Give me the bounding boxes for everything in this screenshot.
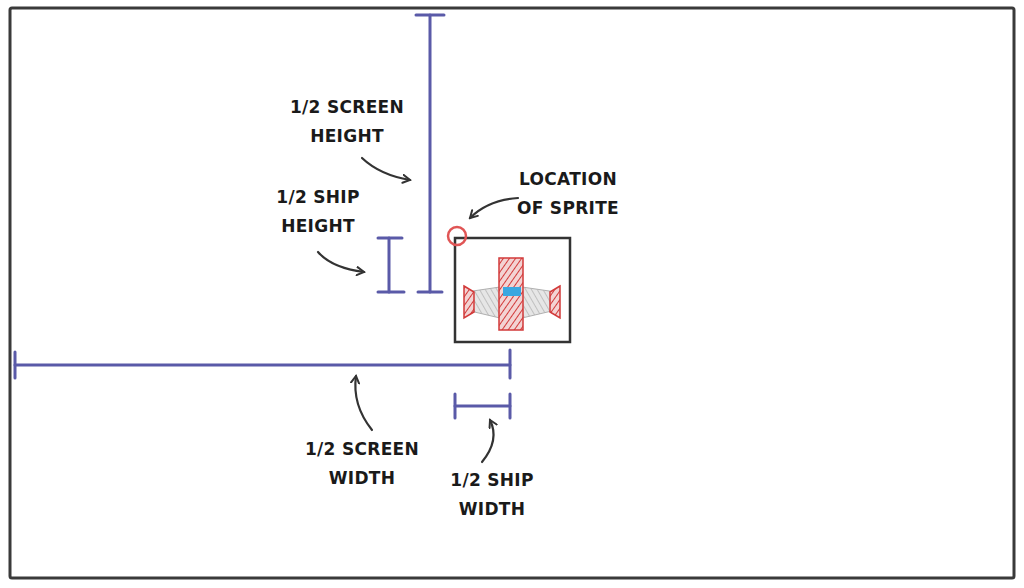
dimension-label: 1/2 SCREEN HEIGHT [282, 93, 412, 151]
dimension-label: 1/2 SHIP WIDTH [442, 466, 542, 524]
callout-label: LOCATION OF SPRITE [514, 165, 622, 223]
dimension-label: 1/2 SCREEN WIDTH [297, 435, 427, 493]
dimension-label: 1/2 SHIP HEIGHT [268, 183, 368, 241]
